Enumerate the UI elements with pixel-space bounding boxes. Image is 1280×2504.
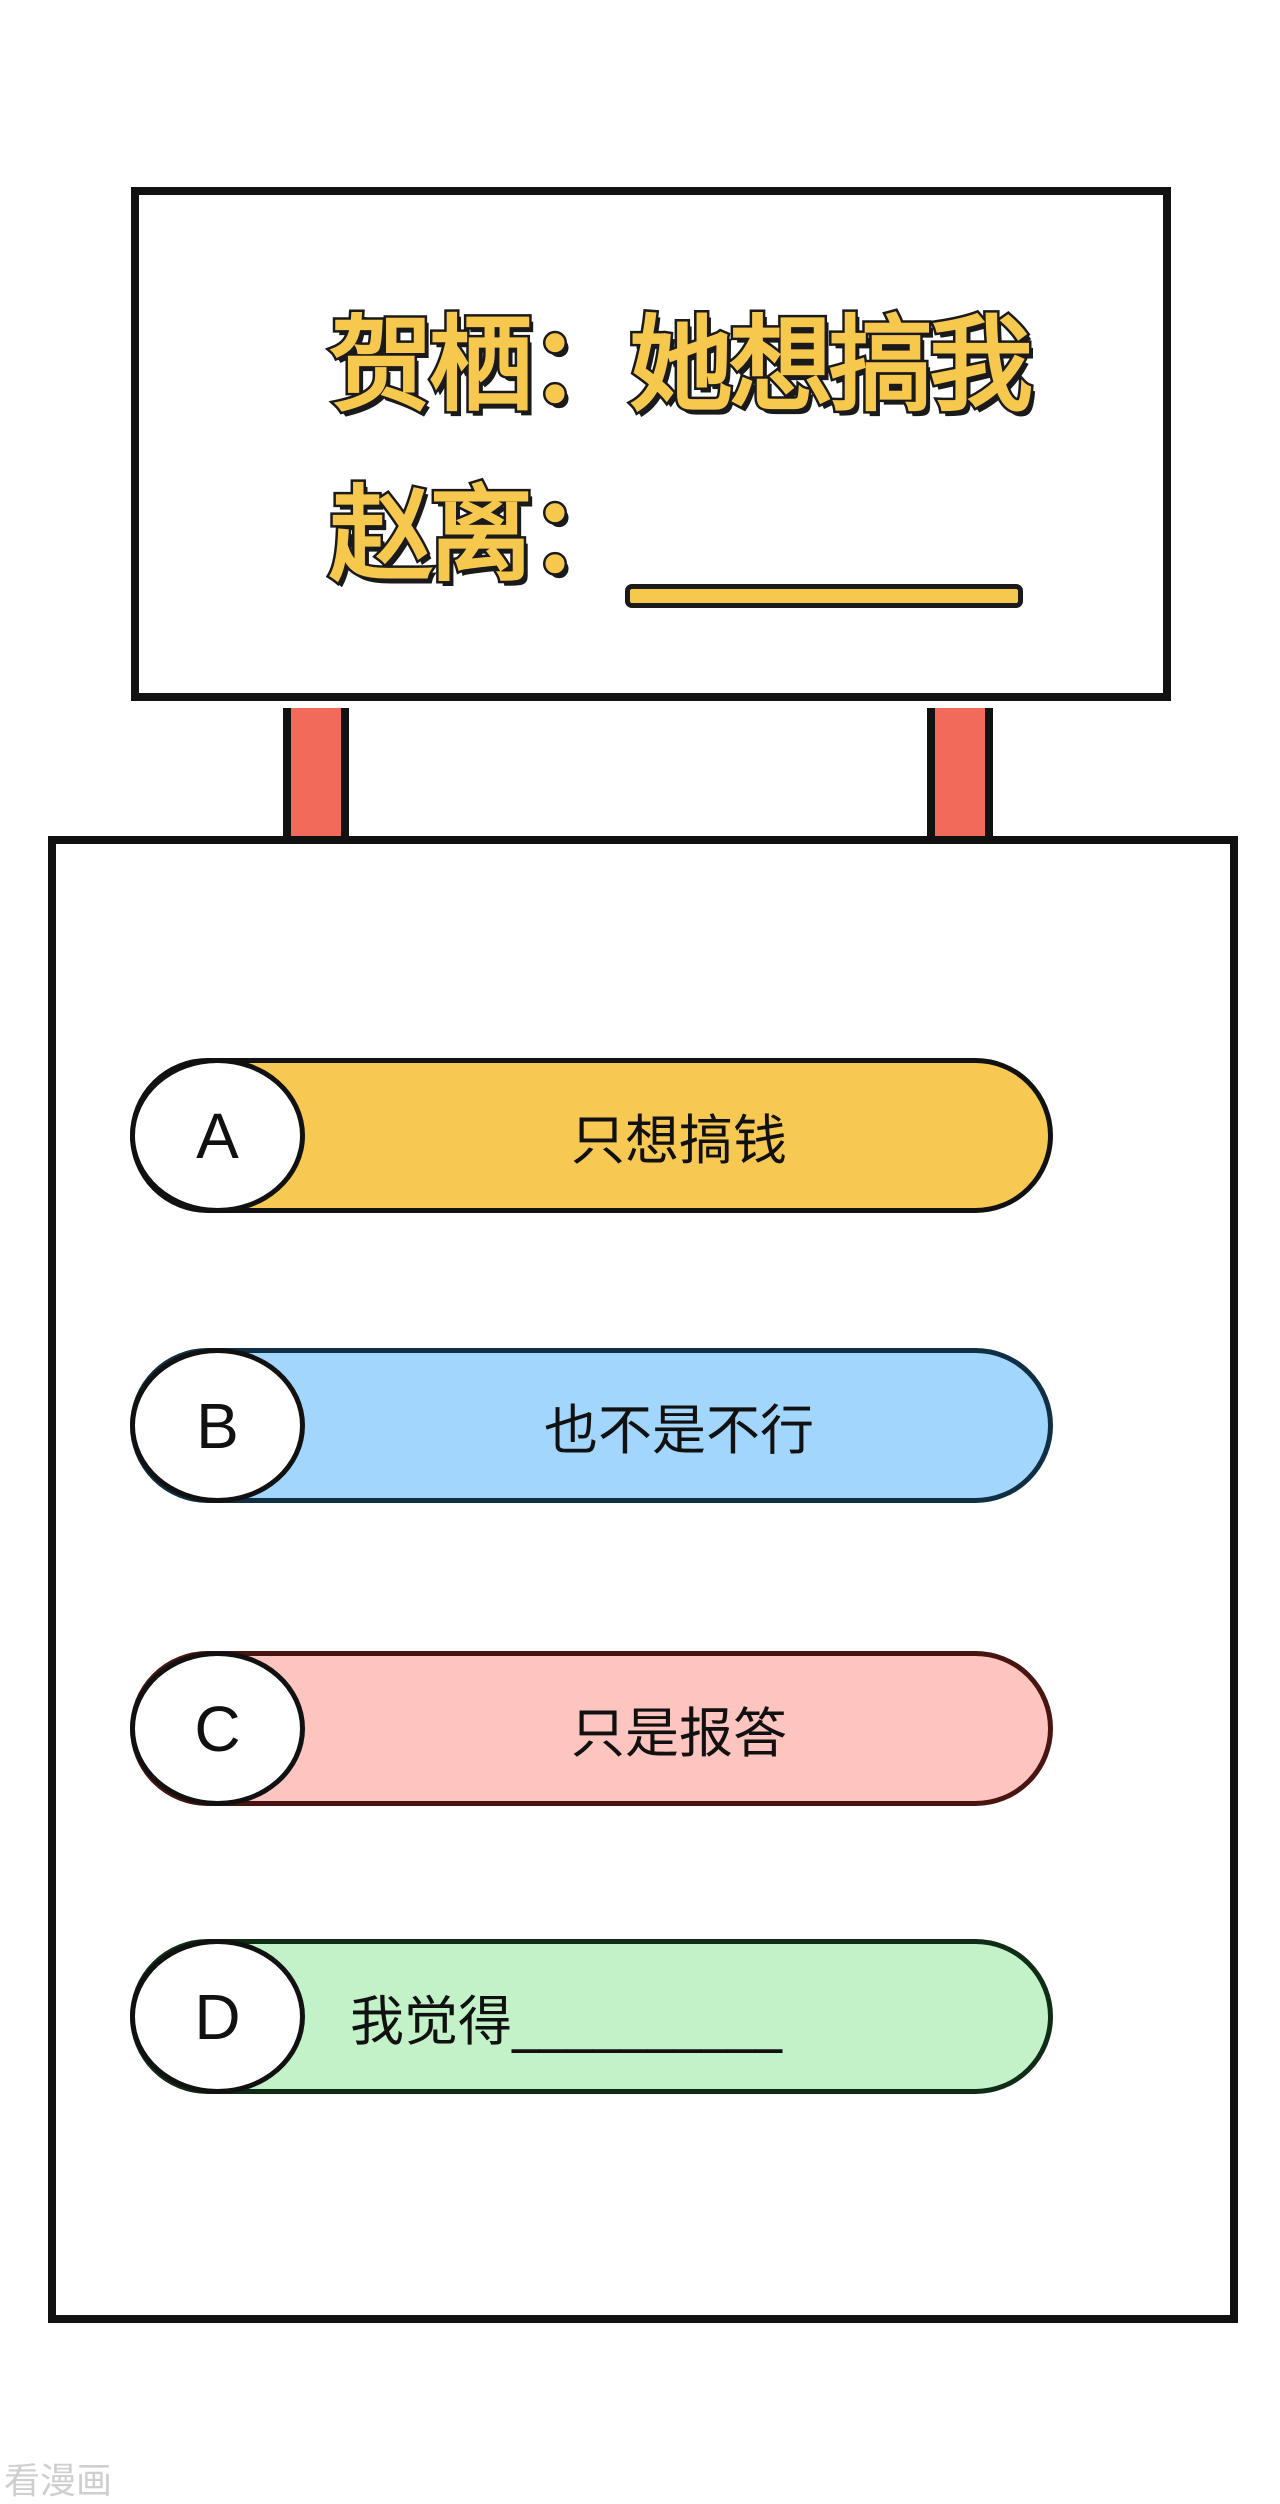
sign-post-right: [927, 708, 993, 842]
sign-line-he-qi: 贺栖：她想搞我: [326, 304, 1035, 426]
option-c-button[interactable]: C 只是报答: [130, 1651, 1053, 1806]
answer-blank-line: [625, 584, 1023, 608]
option-label: 只想搞钱: [571, 1109, 787, 1172]
watermark-logo: 看漫画: [4, 2461, 113, 2502]
option-d-button[interactable]: D 我觉得__________: [130, 1939, 1053, 2094]
option-letter-badge: D: [130, 1939, 305, 2094]
question-sign: 贺栖：她想搞我 赵离：: [131, 187, 1171, 701]
option-label: 也不是不行: [544, 1399, 814, 1462]
sign-post-left: [283, 708, 349, 842]
option-letter-badge: B: [130, 1348, 305, 1503]
sign-line-zhao-li: 赵离：: [326, 474, 635, 596]
option-label: 只是报答: [571, 1702, 787, 1765]
option-label: 我觉得__________: [350, 1990, 782, 2053]
option-b-button[interactable]: B 也不是不行: [130, 1348, 1053, 1503]
option-letter-badge: C: [130, 1651, 305, 1806]
option-letter-badge: A: [130, 1058, 305, 1213]
option-a-button[interactable]: A 只想搞钱: [130, 1058, 1053, 1213]
